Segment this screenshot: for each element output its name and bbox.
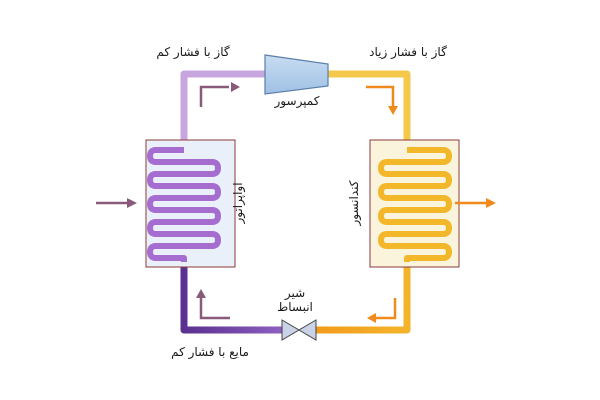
- flow-arrow-bottom-right: [367, 298, 397, 323]
- condenser-coil: [378, 147, 452, 262]
- high-pressure-gas-label: گاز با فشار زیاد: [369, 45, 447, 59]
- pipe-low-pressure-liquid: [180, 262, 282, 334]
- expansion-valve: [281, 319, 317, 341]
- low-pressure-liquid-label: مایع با فشار کم: [171, 345, 249, 359]
- heat-out-arrow: [455, 198, 496, 208]
- expansion-valve-label-line2: انبساط: [277, 300, 313, 314]
- condenser-label: کندانسور: [347, 180, 361, 226]
- pipe-valve-to-condenser: [316, 262, 411, 334]
- evaporator: [145, 139, 236, 268]
- heat-in-arrow: [96, 198, 137, 208]
- evaporator-coil: [147, 147, 221, 262]
- low-pressure-gas-label: گاز با فشار کم: [156, 45, 230, 59]
- flow-arrow-bottom-left: [196, 289, 230, 320]
- expansion-valve-label-line1: شیر: [284, 286, 306, 300]
- pipe-high-pressure-gas: [328, 70, 411, 150]
- pipe-low-pressure-gas: [180, 70, 265, 150]
- compressor-label: کمپرسور: [274, 94, 320, 108]
- flow-arrow-top-left: [199, 82, 240, 107]
- evaporator-label: اواپراتور: [231, 182, 245, 224]
- condenser: [369, 139, 460, 268]
- expansion-valve-label: شیر انبساط: [270, 286, 320, 314]
- compressor: [264, 54, 329, 95]
- flow-arrow-top-right: [366, 85, 398, 115]
